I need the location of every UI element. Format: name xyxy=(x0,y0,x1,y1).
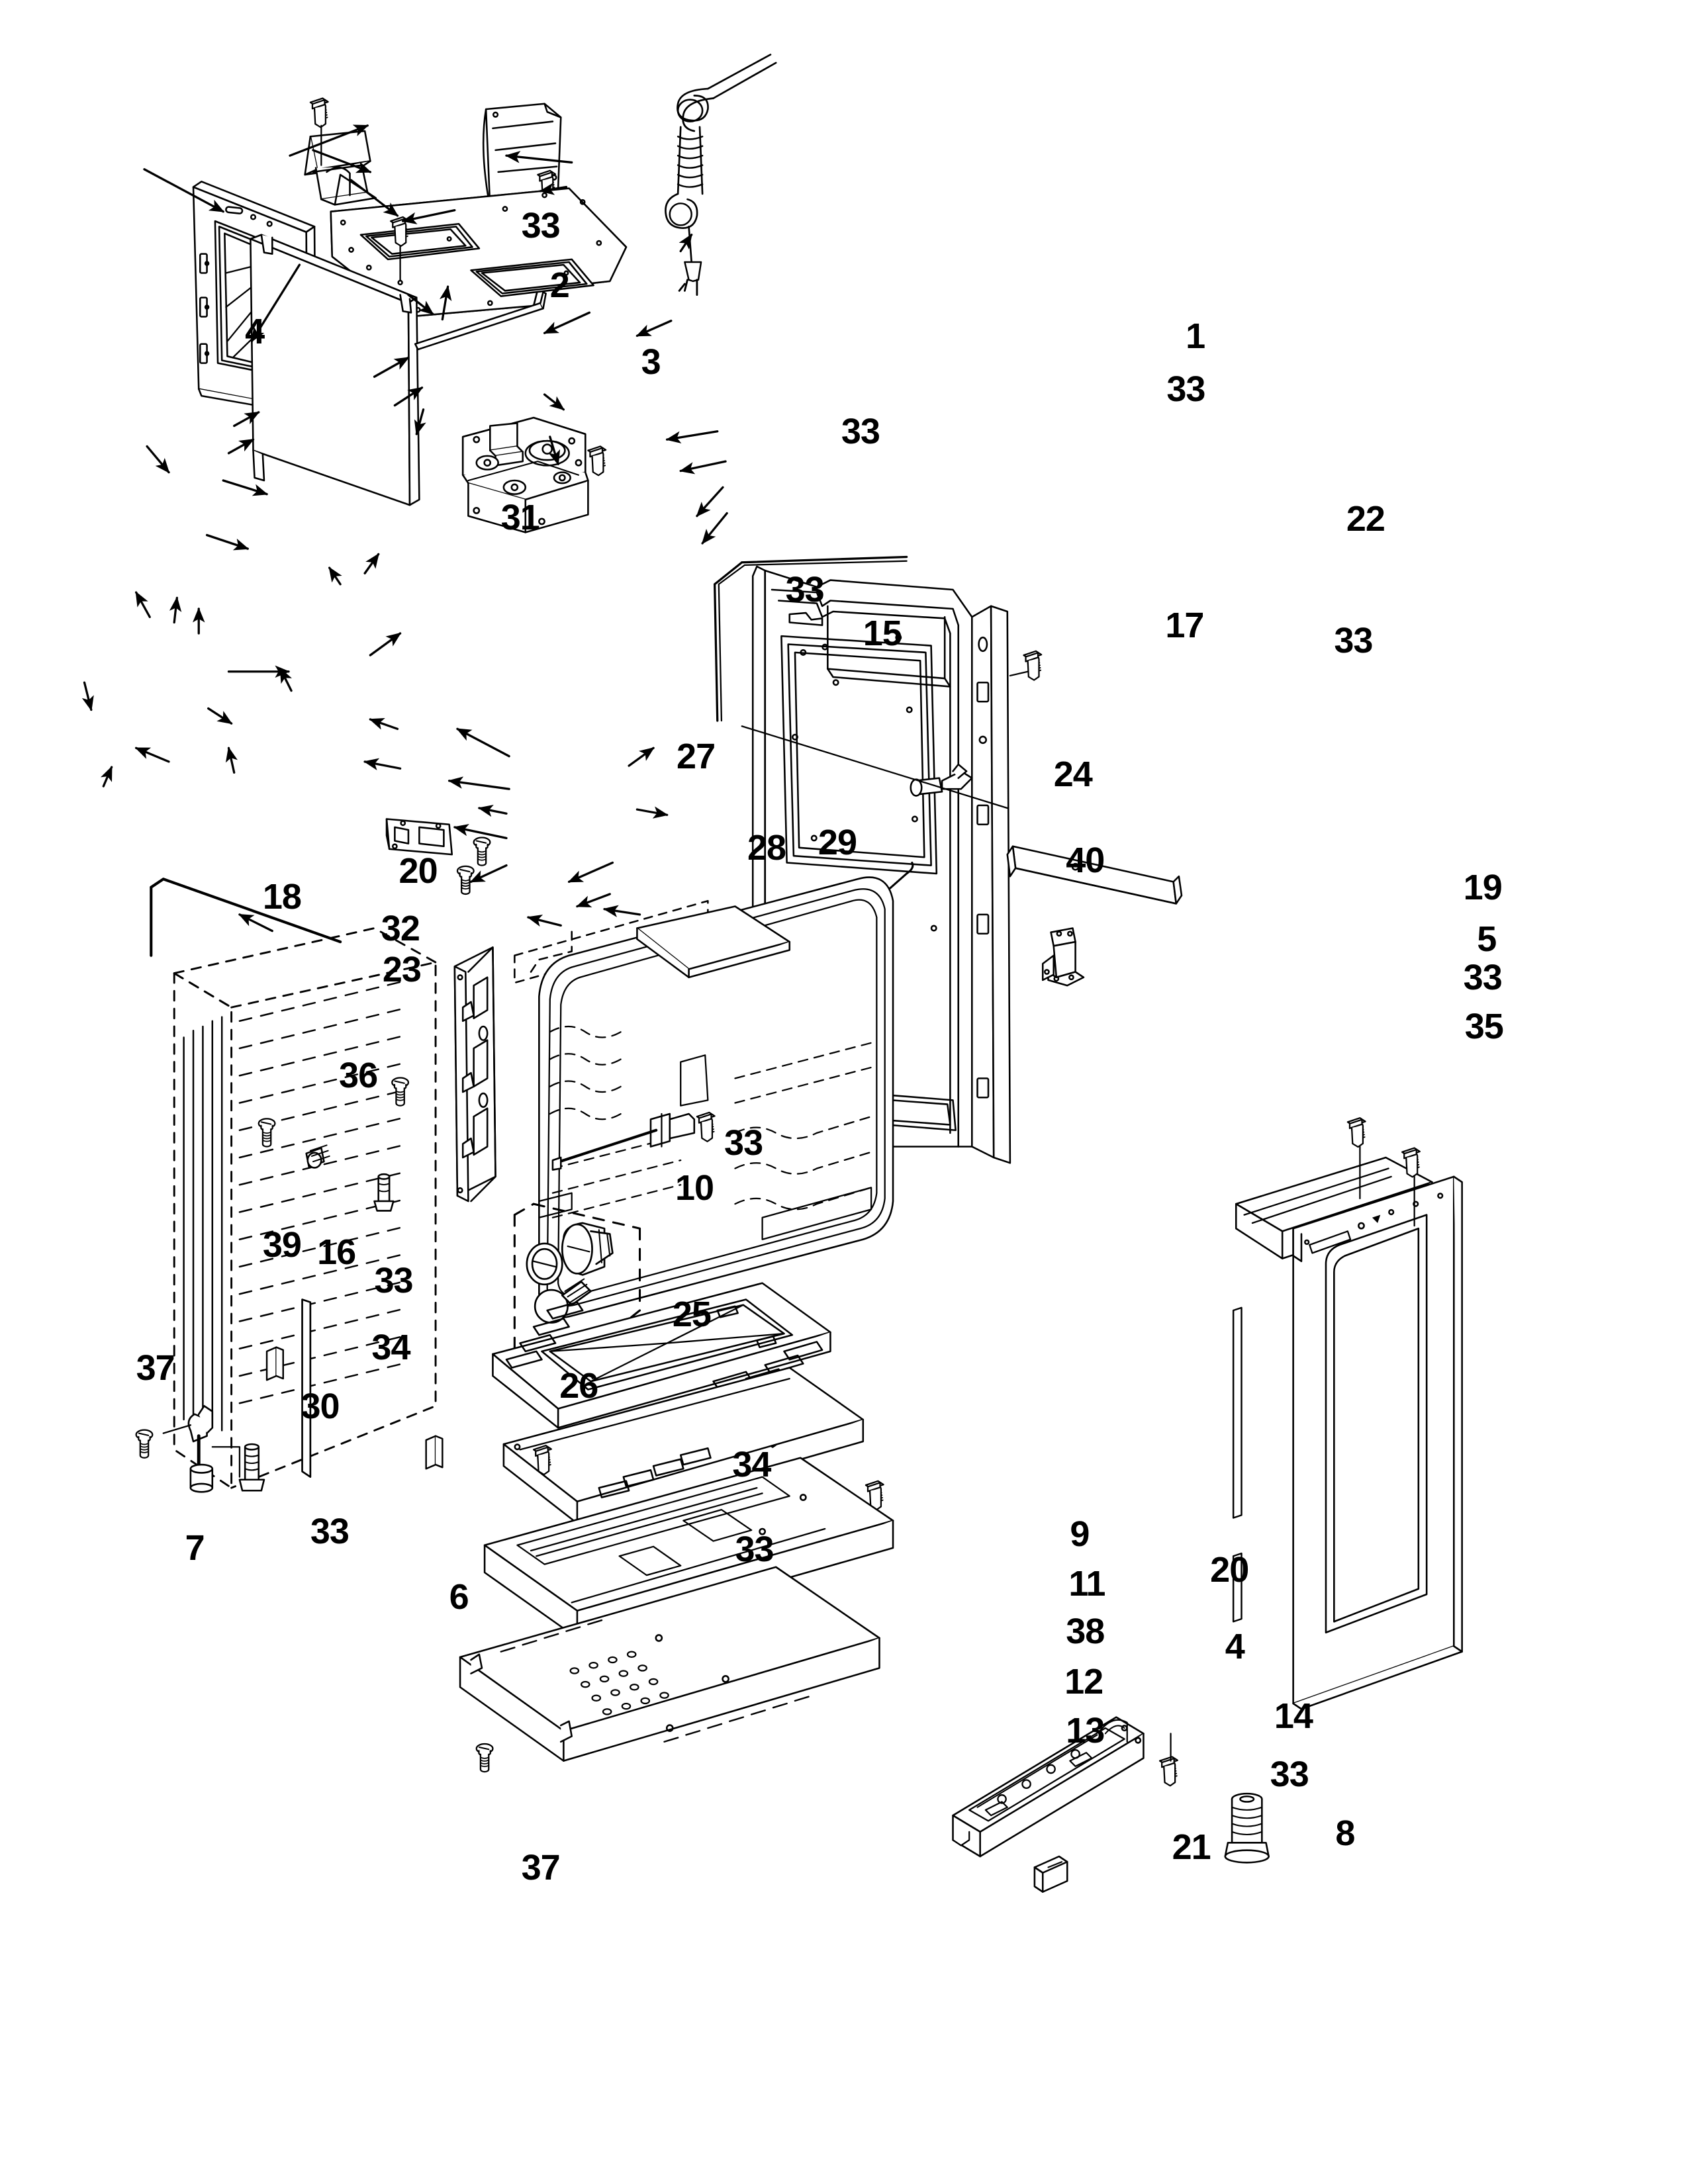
part-20-hinge xyxy=(385,818,453,856)
callout-37: 37 xyxy=(136,1347,175,1388)
callout-25: 25 xyxy=(672,1295,712,1335)
callout-38: 38 xyxy=(1066,1611,1105,1651)
callout-33: 33 xyxy=(521,205,561,246)
callout-35: 35 xyxy=(1464,1007,1504,1047)
part-25-lamp-parts xyxy=(526,1222,614,1324)
callout-21: 21 xyxy=(1172,1827,1211,1867)
callout-15: 15 xyxy=(863,614,902,654)
leader-lines xyxy=(81,124,728,933)
callout-4: 4 xyxy=(245,312,265,352)
callout-20: 20 xyxy=(1210,1550,1249,1590)
callout-32: 32 xyxy=(381,908,420,948)
screw-icon-33-rail xyxy=(1158,1756,1179,1787)
part-8-leveling-leg xyxy=(1224,1792,1270,1864)
screw-icon-16 xyxy=(305,1144,330,1169)
part-34-clip-b xyxy=(425,1435,437,1470)
part-10-sensor xyxy=(551,1113,696,1171)
callout-23: 23 xyxy=(382,949,422,989)
callout-19: 19 xyxy=(1463,867,1503,907)
screw-icon-29 xyxy=(587,445,607,477)
callout-33: 33 xyxy=(841,411,880,451)
screw-icon-33-mid-left xyxy=(373,1173,395,1212)
part-27-front-frame xyxy=(250,234,420,506)
callout-29: 29 xyxy=(818,822,857,862)
part-25-light xyxy=(513,1203,641,1367)
callout-36: 36 xyxy=(339,1056,378,1096)
part-5-bracket xyxy=(1041,927,1085,987)
part-22-power-cord xyxy=(665,54,777,296)
part-rear-right-rail xyxy=(971,605,1011,1164)
callout-14: 14 xyxy=(1274,1696,1313,1736)
callout-13: 13 xyxy=(1066,1711,1105,1751)
part-4-right-door xyxy=(1232,1154,1463,1710)
callout-20: 20 xyxy=(399,851,438,891)
screw-icon-17 xyxy=(1023,650,1043,681)
callout-24: 24 xyxy=(1053,754,1093,794)
part-6-flange xyxy=(301,1298,312,1478)
callout-34: 34 xyxy=(371,1327,410,1367)
callout-7: 7 xyxy=(185,1528,205,1569)
part-19-angle-rail xyxy=(1006,845,1183,905)
callout-26: 26 xyxy=(559,1365,598,1406)
callout-16: 16 xyxy=(317,1232,356,1272)
callout-33: 33 xyxy=(1334,620,1373,660)
screw-icon-37-left xyxy=(135,1429,154,1459)
part-21-clip xyxy=(1033,1855,1068,1893)
callout-17: 17 xyxy=(1165,605,1204,645)
callout-22: 22 xyxy=(1346,498,1385,539)
callout-33: 33 xyxy=(724,1122,763,1163)
callout-33: 33 xyxy=(310,1512,350,1552)
screw-icon-37-lower xyxy=(475,1743,494,1773)
callout-28: 28 xyxy=(747,828,786,868)
part-18-wire xyxy=(150,878,342,957)
callout-12: 12 xyxy=(1064,1662,1103,1702)
callout-1: 1 xyxy=(1186,316,1205,356)
part-14-burner-rail xyxy=(952,1716,1145,1858)
part-29-timer-assembly xyxy=(461,416,589,533)
part-13-drawer xyxy=(459,1566,880,1762)
callout-33: 33 xyxy=(785,570,825,610)
callout-8: 8 xyxy=(1335,1813,1355,1854)
part-7-stud-nut xyxy=(187,1405,214,1493)
callout-27: 27 xyxy=(677,736,716,776)
callout-10: 10 xyxy=(675,1167,714,1208)
callout-40: 40 xyxy=(1066,840,1105,880)
callout-30: 30 xyxy=(301,1386,340,1426)
callout-9: 9 xyxy=(1070,1514,1090,1555)
screw-icon-39 xyxy=(258,1118,276,1148)
part-15-gasket xyxy=(713,555,908,722)
callout-31: 31 xyxy=(500,497,540,537)
callout-37: 37 xyxy=(521,1847,561,1888)
callout-33: 33 xyxy=(1166,369,1205,409)
screw-icon-33-right-door xyxy=(1346,1116,1366,1148)
screw-icon-32a xyxy=(473,837,491,866)
callout-34: 34 xyxy=(732,1445,771,1485)
part-2-bracket xyxy=(304,130,377,206)
callout-39: 39 xyxy=(262,1225,302,1265)
screw-icon-36 xyxy=(391,1077,410,1107)
callout-18: 18 xyxy=(262,877,302,917)
callout-11: 11 xyxy=(1068,1563,1105,1604)
callout-33: 33 xyxy=(735,1529,774,1570)
part-23-side-rail xyxy=(453,946,496,1203)
callout-33: 33 xyxy=(1463,957,1503,997)
part-11-drip-panel xyxy=(502,1367,865,1525)
callout-33: 33 xyxy=(1270,1754,1309,1795)
callout-33: 33 xyxy=(374,1260,414,1300)
callout-3: 3 xyxy=(641,341,661,382)
screw-icon-33-left-lower xyxy=(238,1443,265,1492)
screw-icon-32b xyxy=(456,865,475,895)
part-34-clip-a xyxy=(265,1346,277,1381)
callout-6: 6 xyxy=(449,1577,469,1617)
screw-icon-2 xyxy=(309,97,329,128)
callout-5: 5 xyxy=(1477,919,1497,960)
part-30-insulation xyxy=(173,927,437,1489)
callout-4: 4 xyxy=(1225,1626,1245,1666)
callout-2: 2 xyxy=(549,265,570,306)
insulation-hatching xyxy=(183,979,410,1432)
